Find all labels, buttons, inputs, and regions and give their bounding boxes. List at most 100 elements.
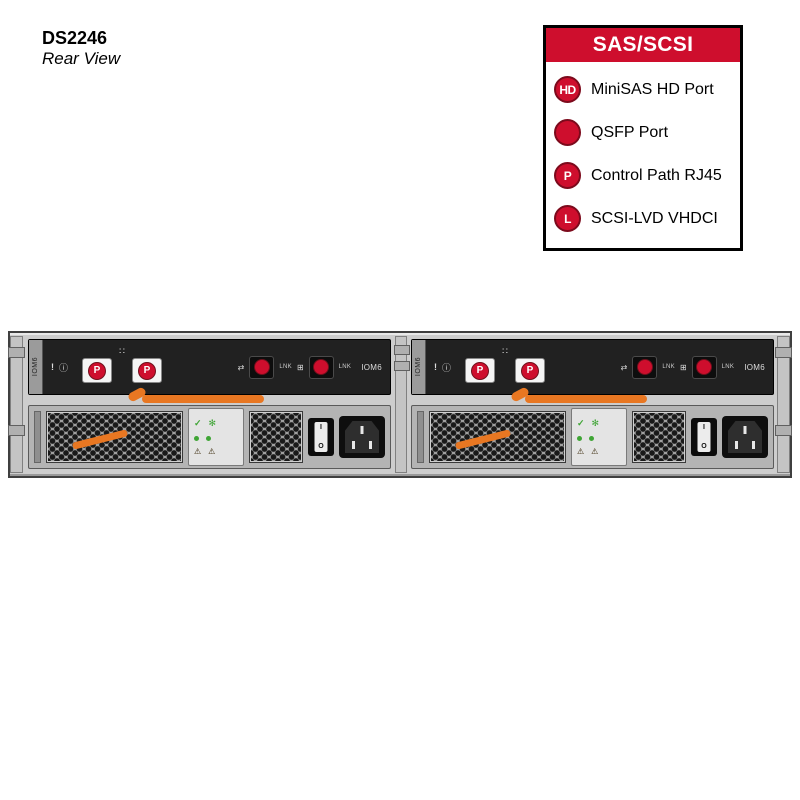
ac-pin [735, 441, 738, 449]
power-supply: ✓ ✻ ⚠ ⚠ I O [28, 405, 391, 469]
control-path-port: P [82, 358, 113, 383]
psu-led-panel: ✓ ✻ ⚠ ⚠ [188, 408, 244, 466]
iom-cam-handle [142, 395, 264, 403]
enclosure-rear: IOM6 ! ⓘ ∷ P P ⇄ LNK [8, 331, 792, 478]
iom-side-strip: IOM6 [412, 340, 426, 394]
warning-icon: ⚠ [591, 447, 599, 457]
view-subtitle: Rear View [42, 48, 121, 68]
square-port-icon: ⊞ [679, 362, 687, 372]
grid-icon: ∷ [502, 346, 508, 356]
divider-tab [394, 361, 410, 371]
qsfp-port [632, 355, 658, 379]
controller-module-right: IOM6 ! ⓘ ∷ P P ⇄ LNK [409, 339, 776, 470]
fan-icon: ✻ [591, 417, 600, 428]
ac-pin [360, 426, 364, 434]
arrows-icon: ⇄ [620, 362, 628, 372]
iom6-module: IOM6 ! ⓘ ∷ P P ⇄ LNK [411, 339, 774, 395]
ear-tab [775, 425, 792, 436]
legend-badge: L [564, 211, 571, 226]
legend-label: Control Path RJ45 [591, 166, 722, 184]
power-supply: ✓ ✻ ⚠ ⚠ I O [411, 405, 774, 469]
ear-tab [8, 425, 25, 436]
iom6-module: IOM6 ! ⓘ ∷ P P ⇄ LNK [28, 339, 391, 395]
legend-body: HD MiniSAS HD Port QSFP Port P Control P… [546, 62, 740, 248]
legend-panel: SAS/SCSI HD MiniSAS HD Port QSFP Port P … [543, 25, 743, 251]
lnk-label: LNK [279, 364, 292, 370]
led-row: ✓ ✻ [577, 418, 621, 429]
center-divider [394, 336, 410, 473]
scsi-lvd-vhdci-icon: L [554, 205, 581, 232]
minisas-hd-port-icon: HD [554, 76, 581, 103]
legend-label: MiniSAS HD Port [591, 80, 714, 98]
status-led [577, 435, 582, 441]
control-path-port: P [465, 358, 496, 383]
info-icon: ⓘ [442, 362, 452, 373]
control-path-port-icon: P [138, 361, 157, 380]
warning-icon: ⚠ [208, 447, 216, 457]
qsfp-port [308, 355, 334, 379]
power-rocker: I O [314, 422, 328, 452]
info-icon: ⓘ [59, 362, 69, 373]
arrows-icon: ⇄ [237, 362, 245, 372]
led-row: ⚠ ⚠ [194, 447, 238, 456]
title-block: DS2246 Rear View [42, 28, 120, 69]
sas-ports: ⇄ LNK ⊞ LNK [620, 355, 735, 379]
control-path-ports: ∷ P P [465, 346, 546, 383]
sas-ports: ⇄ LNK ⊞ LNK [237, 355, 352, 379]
qsfp-port-icon [554, 119, 581, 146]
iom-name-label: IOM6 [744, 362, 765, 372]
lnk-label: LNK [338, 364, 352, 370]
ear-tab [8, 347, 25, 358]
power-switch: I O [691, 418, 717, 456]
iom-side-text: IOM6 [32, 357, 39, 377]
led-row: ⚠ ⚠ [577, 447, 621, 456]
mounting-ear-left [8, 336, 25, 473]
warning-icon: ⚠ [577, 447, 585, 457]
qsfp-port-icon [696, 359, 713, 375]
model-title: DS2246 [42, 28, 108, 48]
ok-led-icon: ✓ [577, 417, 585, 428]
psu-latch [34, 411, 41, 463]
ac-inlet [722, 416, 768, 458]
legend-item: QSFP Port [554, 111, 732, 154]
ok-led-icon: ✓ [194, 417, 202, 428]
control-path-port: P [515, 358, 546, 383]
mounting-ear-right [775, 336, 792, 473]
switch-on-label: I [703, 424, 705, 431]
legend-title: SAS/SCSI [546, 28, 740, 62]
legend-badge: HD [559, 82, 576, 97]
switch-on-label: I [320, 424, 322, 431]
ac-pin [369, 441, 372, 449]
legend-badge: P [563, 168, 572, 183]
divider-tab [394, 345, 410, 355]
qsfp-port-icon [313, 359, 330, 375]
ac-pin [743, 426, 747, 434]
status-led [194, 435, 199, 441]
qsfp-port-icon [253, 359, 270, 375]
ac-pin [352, 441, 355, 449]
square-port-icon: ⊞ [296, 362, 304, 372]
ac-inlet [339, 416, 385, 458]
iom-side-strip: IOM6 [29, 340, 43, 394]
psu-latch [417, 411, 424, 463]
psu-grille [632, 411, 686, 463]
control-path-port-icon: P [471, 361, 490, 380]
led-row: ✓ ✻ [194, 418, 238, 429]
power-rocker: I O [697, 422, 711, 452]
control-path-port-icon: P [88, 361, 107, 380]
controller-module-left: IOM6 ! ⓘ ∷ P P ⇄ LNK [26, 339, 393, 470]
qsfp-port-icon [636, 359, 653, 375]
qsfp-port [691, 355, 717, 379]
ac-pin [752, 441, 755, 449]
iom-name-label: IOM6 [361, 362, 382, 372]
iom-cam-handle [525, 395, 647, 403]
switch-off-label: O [701, 443, 707, 450]
fan-icon: ✻ [208, 417, 217, 428]
power-switch: I O [308, 418, 334, 456]
attention-icon: ! [51, 362, 54, 372]
legend-item: L SCSI-LVD VHDCI [554, 197, 732, 240]
control-path-ports: ∷ P P [82, 346, 163, 383]
control-path-port-icon: P [521, 361, 540, 380]
legend-item: P Control Path RJ45 [554, 154, 732, 197]
